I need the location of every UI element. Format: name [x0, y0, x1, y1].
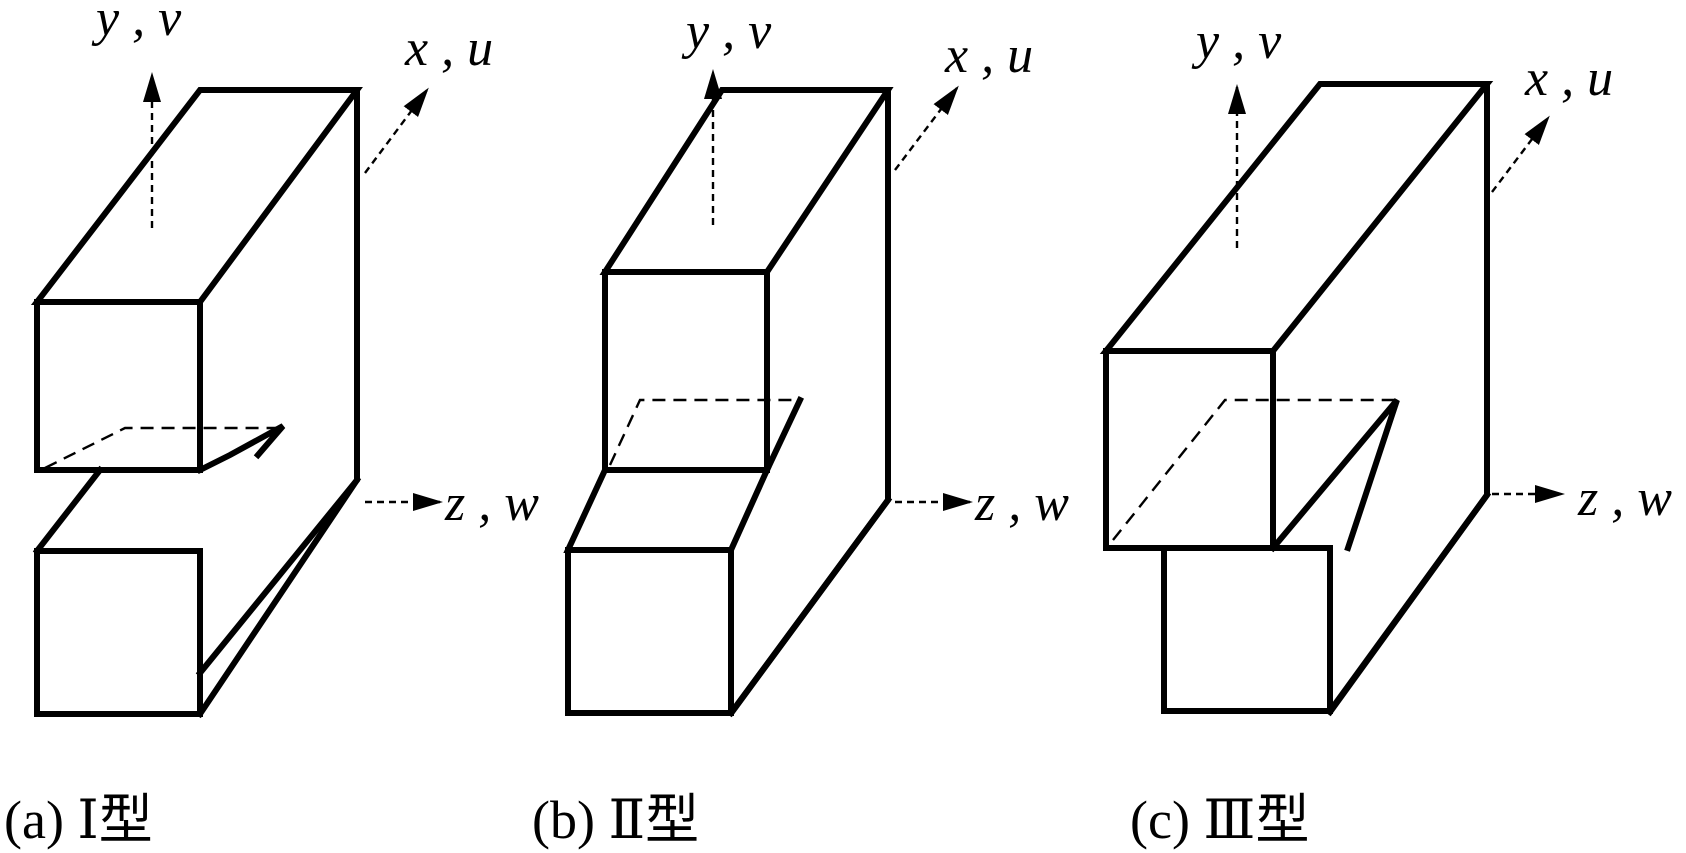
- panel-mode-3: y , v x , u z , w (c) Ⅲ型: [1099, 13, 1672, 850]
- y-axis-label: y , v: [681, 3, 772, 60]
- x-axis-label: x , u: [1524, 50, 1613, 107]
- panel-caption: (c) Ⅲ型: [1130, 790, 1310, 850]
- panel-caption: (a) Ⅰ型: [4, 790, 153, 850]
- z-axis-label: z , w: [974, 475, 1069, 532]
- x-axis-arrow: [364, 87, 429, 174]
- x-axis-arrow: [1491, 115, 1550, 193]
- mode-2-axes: y , v x , u z , w: [681, 3, 1069, 532]
- mode-1-block: [30, 87, 363, 719]
- mode-1-axes: y , v x , u z , w: [91, 0, 539, 532]
- z-axis-label: z , w: [1577, 470, 1672, 527]
- x-axis-label: x , u: [944, 27, 1033, 84]
- mode-3-axes: y , v x , u z , w: [1191, 13, 1672, 527]
- panel-mode-2: y , v x , u z , w (b) Ⅱ型: [532, 3, 1069, 850]
- y-axis-label: y , v: [91, 0, 182, 47]
- mode-2-block: [563, 87, 894, 718]
- x-axis-label: x , u: [404, 20, 493, 77]
- mode-3-block: [1099, 81, 1494, 717]
- y-axis-label: y , v: [1191, 13, 1282, 70]
- x-axis-arrow: [894, 85, 959, 171]
- z-axis-label: z , w: [444, 475, 539, 532]
- panel-caption: (b) Ⅱ型: [532, 790, 699, 850]
- panel-mode-1: y , v x , u z , w (a) Ⅰ型: [4, 0, 539, 850]
